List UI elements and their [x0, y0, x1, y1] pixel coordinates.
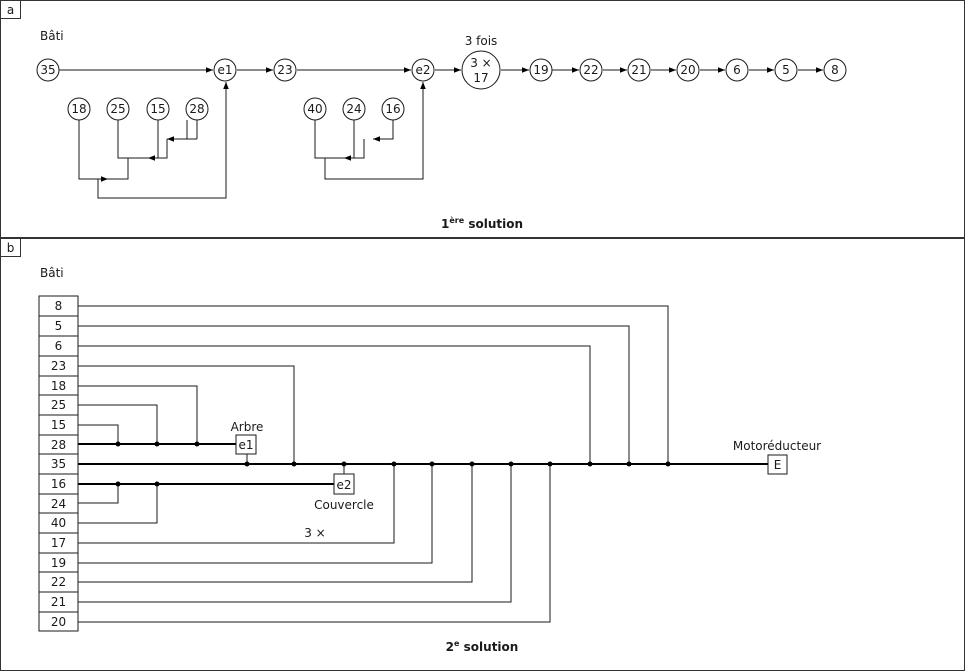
panel-b-frame — [0, 238, 965, 671]
panel-b-letter-box — [0, 238, 21, 257]
svg-text:15: 15 — [51, 418, 66, 432]
panel-b-E-box: E — [767, 454, 788, 475]
svg-text:18: 18 — [51, 379, 66, 393]
panel-a-node-16: 16 — [381, 97, 405, 121]
panel-b-arbre-label: Arbre — [231, 420, 264, 434]
panel-b-title: 2e solution — [446, 639, 519, 654]
panel-a-node-25: 25 — [106, 97, 130, 121]
panel-a-node-15: 15 — [146, 97, 170, 121]
panel-a-big-node: 3 × 17 — [461, 50, 501, 90]
panel-a-node-5: 5 — [774, 58, 798, 82]
panel-a-node-28: 28 — [185, 97, 209, 121]
svg-text:6: 6 — [733, 63, 741, 77]
svg-text:15: 15 — [150, 102, 165, 116]
svg-text:e1: e1 — [217, 63, 232, 77]
svg-text:E: E — [774, 458, 782, 472]
svg-text:e2: e2 — [415, 63, 430, 77]
svg-text:e2: e2 — [336, 478, 351, 492]
panel-b-couvercle-label: Couvercle — [314, 498, 374, 512]
svg-text:17: 17 — [473, 71, 488, 85]
panel-b-letter: b — [7, 241, 15, 255]
panel-a-group1-links — [78, 82, 229, 199]
panel-a-group2-links — [314, 82, 426, 180]
svg-text:e1: e1 — [238, 438, 253, 452]
panel-a-node-20: 20 — [676, 58, 700, 82]
panel-a-node-22: 22 — [579, 58, 603, 82]
svg-text:40: 40 — [51, 516, 66, 530]
svg-text:24: 24 — [51, 497, 66, 511]
panel-a-node-6: 6 — [725, 58, 749, 82]
panel-a-node-24: 24 — [342, 97, 366, 121]
panel-b-e1-box: e1 — [235, 434, 257, 455]
svg-text:28: 28 — [51, 438, 66, 452]
svg-text:17: 17 — [51, 536, 66, 550]
panel-a-letter-box — [0, 0, 21, 19]
svg-text:28: 28 — [189, 102, 204, 116]
svg-text:24: 24 — [346, 102, 361, 116]
svg-text:21: 21 — [51, 595, 66, 609]
panel-b-e2-box: e2 — [333, 473, 355, 495]
svg-text:3 ×: 3 × — [470, 56, 492, 70]
svg-text:35: 35 — [40, 63, 55, 77]
svg-text:16: 16 — [51, 477, 66, 491]
panel-a-letter: a — [7, 3, 14, 17]
svg-text:19: 19 — [533, 63, 548, 77]
panel-b-junctions — [115, 441, 671, 487]
panel-a-node-19: 19 — [529, 58, 553, 82]
panel-b-bati-label: Bâti — [40, 266, 64, 280]
svg-text:18: 18 — [71, 102, 86, 116]
svg-text:5: 5 — [55, 319, 63, 333]
svg-text:19: 19 — [51, 556, 66, 570]
svg-text:6: 6 — [55, 339, 63, 353]
panel-a-node-21: 21 — [627, 58, 651, 82]
svg-text:8: 8 — [55, 299, 63, 313]
panel-b-trois-x: 3 × — [304, 526, 326, 540]
panel-a-node-e2: e2 — [411, 58, 435, 82]
panel-a-node-8: 8 — [823, 58, 847, 82]
panel-a-node-e1: e1 — [213, 58, 237, 82]
panel-b-motoreducteur-label: Motoréducteur — [733, 439, 821, 453]
svg-text:25: 25 — [110, 102, 125, 116]
svg-text:20: 20 — [680, 63, 695, 77]
svg-text:23: 23 — [51, 359, 66, 373]
panel-a-node-40: 40 — [303, 97, 327, 121]
panel-a-bati-label: Bâti — [40, 29, 64, 43]
panel-a-trois-fois: 3 fois — [465, 34, 498, 48]
svg-text:22: 22 — [51, 575, 66, 589]
svg-text:16: 16 — [385, 102, 400, 116]
svg-text:20: 20 — [51, 615, 66, 629]
svg-text:5: 5 — [782, 63, 790, 77]
svg-text:23: 23 — [277, 63, 292, 77]
svg-text:40: 40 — [307, 102, 322, 116]
panel-a-node-18: 18 — [67, 97, 91, 121]
panel-b-parts-table: 8 5 6 23 18 25 15 28 35 16 24 40 17 19 2… — [38, 295, 79, 632]
svg-text:25: 25 — [51, 398, 66, 412]
svg-text:21: 21 — [631, 63, 646, 77]
svg-text:22: 22 — [583, 63, 598, 77]
svg-text:8: 8 — [831, 63, 839, 77]
panel-a-node-35: 35 — [36, 58, 60, 82]
svg-text:35: 35 — [51, 457, 66, 471]
panel-a-node-23: 23 — [273, 58, 297, 82]
panel-a-title: 1ère solution — [441, 215, 523, 231]
panel-b-links — [78, 305, 669, 623]
